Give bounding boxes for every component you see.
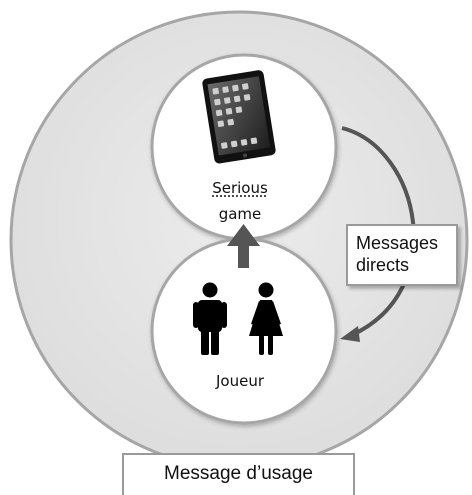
joueur-label: Joueur: [215, 372, 264, 390]
tablet-icon: [202, 70, 276, 164]
player-to-game-arrow: [227, 224, 260, 268]
direct-messages-arrowhead: [340, 326, 360, 342]
direct-messages-callout: Messages directs: [346, 224, 458, 286]
serious-game-label: Serious game: [190, 177, 290, 225]
usage-message-callout: Message d’usage: [122, 453, 355, 495]
man-icon: [193, 282, 227, 355]
serious-game-label-line1: Serious: [212, 179, 268, 197]
direct-messages-arrow: [341, 126, 416, 337]
direct-messages-line2: directs: [356, 255, 410, 275]
direct-messages-line1: Messages: [356, 233, 439, 253]
woman-icon: [249, 282, 283, 355]
serious-game-label-line2: game: [218, 205, 262, 223]
